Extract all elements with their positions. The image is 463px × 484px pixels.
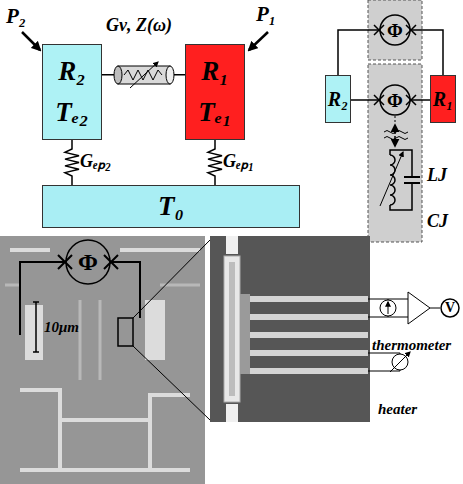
current-source-arrow <box>388 302 389 314</box>
shaded-region <box>368 64 422 242</box>
power-label: P₂ <box>6 6 26 27</box>
coupling-wire <box>395 116 396 122</box>
node-text: Φ <box>387 21 403 40</box>
inductor <box>390 155 395 205</box>
coaxial-cable <box>118 66 170 84</box>
electron-phonon-resistor <box>208 140 222 185</box>
voltmeter: V <box>440 298 460 318</box>
josephson-junction <box>58 255 118 269</box>
component-label: LJ <box>427 166 447 184</box>
sem-pad <box>25 305 43 360</box>
power-arrow <box>249 32 268 50</box>
power-label: P₁ <box>256 4 276 25</box>
node-text: R₁ <box>433 89 453 109</box>
sem-pad <box>145 300 165 360</box>
variable-arrow <box>380 152 403 206</box>
wire <box>338 30 379 75</box>
circle-outline <box>380 85 410 115</box>
squid-loop: Φ <box>379 84 411 116</box>
squid-loop: Φ <box>379 14 411 46</box>
node-text: R₁ <box>201 58 228 85</box>
node-text: V <box>445 301 455 315</box>
coaxial-cable <box>166 66 174 84</box>
wire <box>411 30 443 75</box>
thermometer-wire <box>368 299 408 317</box>
sem-bar <box>224 256 240 402</box>
coupling-symbol <box>384 131 408 140</box>
component-label: CJ <box>427 212 448 230</box>
scale-label: 10μm <box>44 320 79 335</box>
coaxial-cable <box>114 66 122 84</box>
sem-finger <box>250 368 368 374</box>
amplifier-wire <box>430 308 440 309</box>
sem-junction <box>240 294 250 374</box>
sem-structure <box>5 285 200 380</box>
circuit-label: thermometer <box>372 338 451 353</box>
node-text: R₂ <box>328 89 348 109</box>
edge-label: Gν, Z(ω) <box>106 16 172 34</box>
capacitor <box>404 177 420 183</box>
zoom-line <box>133 240 210 318</box>
variable-arrow <box>130 62 158 88</box>
node-text: Φ <box>387 91 403 110</box>
wire <box>351 99 379 101</box>
zoom-image <box>210 236 370 422</box>
lc-wire <box>390 150 412 210</box>
josephson-junction <box>374 25 416 35</box>
amplifier <box>408 292 430 324</box>
node-text: Φ <box>78 250 98 274</box>
josephson-junction <box>374 95 416 105</box>
node-text: T₀ <box>158 193 184 220</box>
node-text: R₂ <box>58 58 85 85</box>
sem-image <box>0 236 205 484</box>
coupling-arrow <box>394 125 396 134</box>
thermal-link <box>102 74 185 76</box>
bath-bar: T₀ <box>42 185 300 228</box>
squid-loop: Φ <box>65 239 111 285</box>
circuit-label: heater <box>378 402 417 417</box>
sem-structure <box>10 250 200 470</box>
coupling-arrow <box>394 136 396 146</box>
sem-pad <box>226 404 238 422</box>
sem-finger <box>250 314 368 320</box>
circle-outline <box>380 15 410 45</box>
circle-outline <box>66 240 110 284</box>
edge-label: Gₑₚ₁ <box>223 152 254 170</box>
variable-arrow <box>390 352 410 372</box>
scale-bar <box>33 302 39 352</box>
sem-pad <box>226 236 238 254</box>
edge-label: Gₑₚ₂ <box>80 152 111 170</box>
zoom-line <box>133 346 210 420</box>
shaded-region <box>368 0 422 60</box>
sem-finger <box>250 296 368 302</box>
power-arrow <box>22 32 40 50</box>
variable-current-source <box>392 354 408 370</box>
reservoir-box: R₂ Tₑ₂ <box>42 44 102 140</box>
wire <box>411 99 430 101</box>
electron-phonon-resistor <box>65 140 79 185</box>
node-text: Tₑ₂ <box>55 99 88 126</box>
sem-finger <box>250 350 368 356</box>
sem-finger <box>250 332 368 338</box>
zoom-box <box>118 318 133 346</box>
reservoir-box: R₁ Tₑ₁ <box>185 44 245 140</box>
resistor-symbol <box>124 70 162 80</box>
circle-outline <box>441 299 459 317</box>
resistor-box: R₁ <box>430 75 456 123</box>
current-source <box>380 300 396 316</box>
node-text: Tₑ₁ <box>198 99 231 126</box>
resistor-box: R₂ <box>325 75 351 123</box>
sem-bar <box>229 262 235 396</box>
heater-wire <box>368 353 400 371</box>
